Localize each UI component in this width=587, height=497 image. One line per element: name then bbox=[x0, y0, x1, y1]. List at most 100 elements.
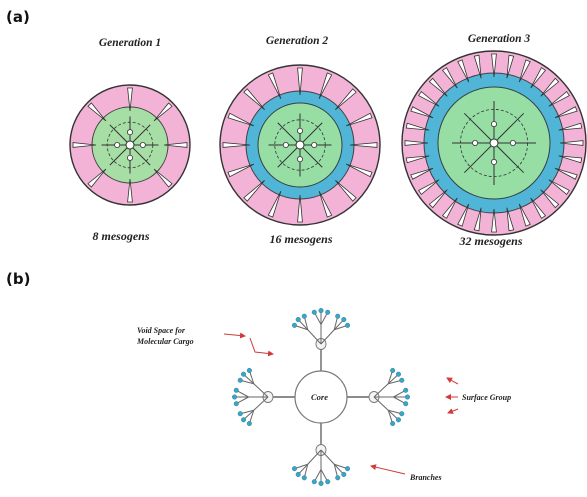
mesogen-spoke bbox=[267, 72, 282, 99]
branch-node bbox=[472, 139, 479, 146]
surface-group-dot bbox=[403, 401, 409, 407]
mesogen-spoke bbox=[153, 102, 173, 122]
branch-node bbox=[127, 154, 134, 161]
mesogen-spoke bbox=[410, 106, 434, 119]
mesogen-spoke bbox=[318, 191, 333, 218]
branch-line bbox=[373, 396, 389, 411]
surface-group-dot bbox=[335, 313, 341, 319]
branch-node bbox=[509, 139, 516, 146]
surface-group-dot bbox=[232, 394, 238, 400]
dendrimer-tree bbox=[232, 308, 410, 486]
generation-3-title: Generation 3 bbox=[467, 33, 531, 45]
mesogen-spoke bbox=[87, 102, 107, 122]
branch-node bbox=[139, 141, 146, 148]
annotation-arrows bbox=[223, 332, 459, 475]
tree-arm-1 bbox=[291, 308, 351, 371]
surface-group-dot bbox=[395, 371, 401, 377]
surface-group-dot bbox=[233, 387, 239, 393]
surface-group-dot bbox=[345, 322, 351, 328]
mesogen-spoke bbox=[473, 54, 482, 79]
surface-group-dot bbox=[301, 475, 307, 481]
surface-group-dot bbox=[404, 394, 410, 400]
surface-arrow-bottom bbox=[447, 408, 459, 414]
mesogen-spoke bbox=[227, 112, 254, 127]
generation-2-title: Generation 2 bbox=[265, 35, 329, 47]
surface-group-dot bbox=[291, 466, 297, 472]
panel-b-label: (b) bbox=[6, 270, 31, 288]
surface-group-dot bbox=[390, 421, 396, 427]
branch-node bbox=[296, 156, 303, 163]
void-space-label-line1: Void Space for bbox=[137, 326, 186, 335]
branch-node bbox=[114, 141, 121, 148]
surface-group-dot bbox=[301, 313, 307, 319]
surface-group-dot bbox=[395, 417, 401, 423]
surface-group-dot bbox=[399, 377, 405, 383]
dendrimer-generations bbox=[69, 50, 587, 236]
branches-arrow bbox=[370, 464, 406, 475]
tree-arm-4 bbox=[232, 367, 295, 427]
mesogen-spoke bbox=[404, 140, 429, 146]
surface-group-dot bbox=[311, 309, 317, 315]
surface-group-dot bbox=[291, 322, 297, 328]
mesogen-spoke bbox=[554, 106, 578, 119]
surface-group-dot bbox=[318, 480, 324, 486]
mesogen-spoke bbox=[346, 112, 373, 127]
surface-group-label: Surface Group bbox=[462, 393, 511, 402]
generation-1-dendrimer bbox=[69, 84, 191, 206]
mesogen-spoke bbox=[457, 203, 470, 227]
mesogen-spoke bbox=[227, 163, 254, 178]
mesogen-spoke bbox=[243, 88, 265, 110]
surface-group-dot bbox=[295, 471, 301, 477]
mesogen-spoke bbox=[530, 197, 547, 219]
surface-group-dot bbox=[335, 475, 341, 481]
surface-group-dot bbox=[241, 417, 247, 423]
mesogen-spoke bbox=[349, 142, 378, 148]
mesogen-spoke bbox=[540, 77, 560, 97]
mesogen-spoke bbox=[127, 87, 133, 112]
surface-group-dot bbox=[311, 479, 317, 485]
mesogen-spoke bbox=[405, 155, 430, 164]
mesogen-spoke bbox=[457, 59, 470, 83]
generation-2-dendrimer bbox=[219, 64, 381, 226]
branch-line bbox=[253, 383, 269, 398]
surface-group-dot bbox=[325, 479, 331, 485]
mesogen-spoke bbox=[441, 67, 458, 89]
void-arrow-1 bbox=[223, 332, 246, 339]
surface-group-dot bbox=[403, 387, 409, 393]
mesogen-spoke bbox=[418, 179, 440, 196]
branch-line bbox=[320, 449, 335, 465]
mesogen-spoke bbox=[554, 167, 578, 180]
surface-group-dot bbox=[246, 367, 252, 373]
mesogen-spoke bbox=[441, 197, 458, 219]
branch-line bbox=[307, 449, 322, 465]
branch-node bbox=[490, 158, 497, 165]
mesogen-spoke bbox=[548, 179, 570, 196]
branch-line bbox=[307, 329, 322, 345]
branches-label: Branches bbox=[409, 473, 442, 482]
mesogen-spoke bbox=[127, 178, 133, 203]
generation-3-dendrimer bbox=[401, 50, 587, 236]
branch-line bbox=[320, 329, 335, 345]
branch-node bbox=[296, 127, 303, 134]
branch-line bbox=[373, 383, 389, 398]
mesogen-spoke bbox=[428, 77, 448, 97]
surface-group-dot bbox=[237, 377, 243, 383]
void-arrow-2 bbox=[249, 337, 274, 357]
surface-group-dot bbox=[325, 309, 331, 315]
surface-arrow-top bbox=[446, 377, 459, 385]
tree-arm-2 bbox=[347, 367, 410, 427]
mesogen-spoke bbox=[548, 90, 570, 107]
mesogen-spoke bbox=[297, 67, 303, 96]
mesogen-spoke bbox=[87, 168, 107, 188]
surface-group-dot bbox=[345, 466, 351, 472]
surface-group-dot bbox=[295, 317, 301, 323]
mesogen-spoke bbox=[558, 122, 583, 131]
mesogen-spoke bbox=[518, 59, 531, 83]
generation-1-mesogens: 8 mesogens bbox=[92, 229, 150, 243]
generation-1-title: Generation 1 bbox=[98, 37, 162, 49]
surface-group-dot bbox=[318, 308, 324, 314]
mesogen-spoke bbox=[163, 142, 188, 148]
mesogen-spoke bbox=[335, 180, 357, 202]
branch-node bbox=[490, 121, 497, 128]
